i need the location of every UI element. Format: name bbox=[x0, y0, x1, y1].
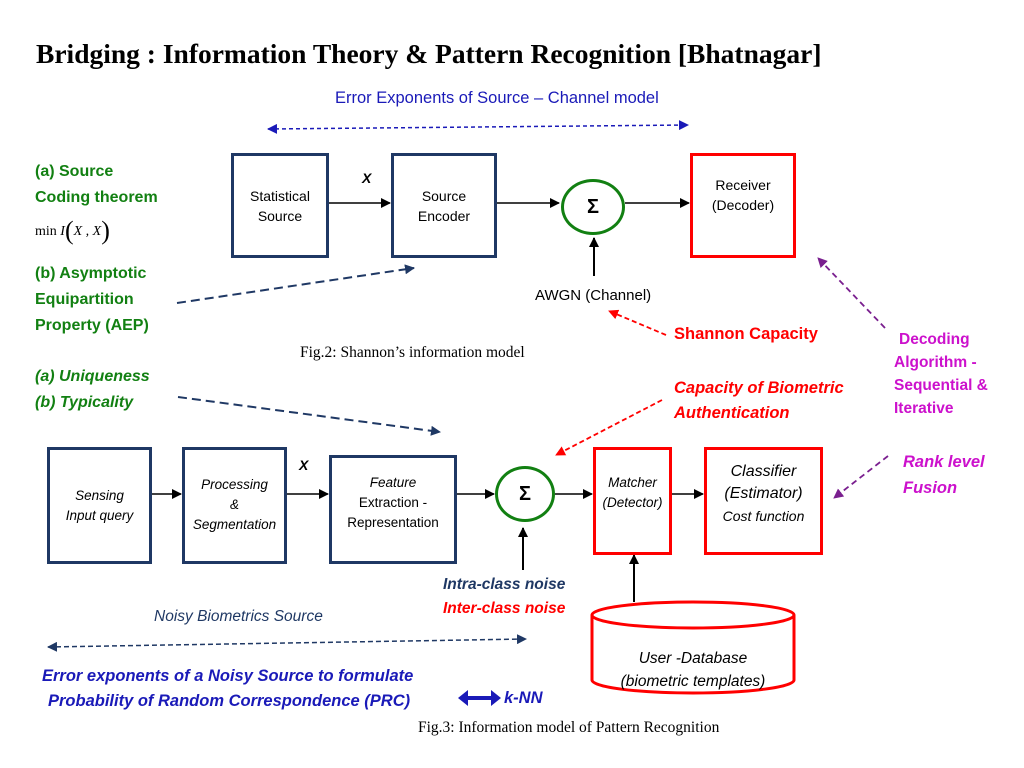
error-exponents-label: Error Exponents of Source – Channel mode… bbox=[335, 89, 659, 107]
user-database-cylinder bbox=[590, 600, 796, 695]
x-label-fig3: X bbox=[299, 457, 309, 473]
intra-class-noise-label: Intra-class noise bbox=[443, 576, 566, 593]
sum-node: Σ bbox=[561, 179, 625, 235]
classifier-estimator-box: Classifier(Estimator)Cost function bbox=[704, 447, 823, 555]
receiver-decoder-box: Receiver(Decoder) bbox=[690, 153, 796, 258]
sum-node-fig3: Σ bbox=[495, 466, 555, 522]
x-label: X bbox=[362, 170, 372, 186]
uniqueness-label: (a) Uniqueness bbox=[35, 368, 150, 385]
shannon-capacity-label: Shannon Capacity bbox=[674, 325, 818, 343]
user-database-label: User -Database (biometric templates) bbox=[620, 650, 766, 690]
matcher-detector-box: Matcher(Detector) bbox=[593, 447, 672, 555]
source-coding-theorem: (a) Source Coding theorem bbox=[35, 163, 158, 206]
page-title: Bridging : Information Theory & Pattern … bbox=[36, 38, 822, 69]
awgn-channel-label: AWGN (Channel) bbox=[535, 287, 652, 304]
aep-label: (b) Asymptotic Equipartition Property (A… bbox=[35, 265, 149, 334]
knn-double-arrow bbox=[458, 690, 501, 706]
inter-class-noise-label: Inter-class noise bbox=[443, 600, 566, 617]
error-exponents-range-arrow bbox=[267, 120, 689, 134]
processing-segmentation-box: Processing&Segmentation bbox=[182, 447, 287, 564]
capacity-biometric-label: Capacity of Biometric Authentication bbox=[674, 379, 844, 422]
noisy-biometrics-source-label: Noisy Biometrics Source bbox=[154, 608, 323, 625]
noisy-source-range-arrow bbox=[47, 634, 527, 652]
decoding-algorithm-label: Decoding Algorithm - Sequential & Iterat… bbox=[894, 331, 988, 417]
min-mutual-info-formula: min I(X , X) bbox=[35, 216, 110, 245]
knn-label: k-NN bbox=[504, 689, 543, 707]
error-exponents-prc-label: Error exponents of a Noisy Source to for… bbox=[42, 667, 414, 710]
typicality-label: (b) Typicality bbox=[35, 394, 134, 411]
fig2-caption: Fig.2: Shannon’s information model bbox=[300, 344, 525, 361]
rank-level-fusion-label: Rank level Fusion bbox=[903, 453, 985, 497]
fig3-caption: Fig.3: Information model of Pattern Reco… bbox=[418, 719, 720, 736]
